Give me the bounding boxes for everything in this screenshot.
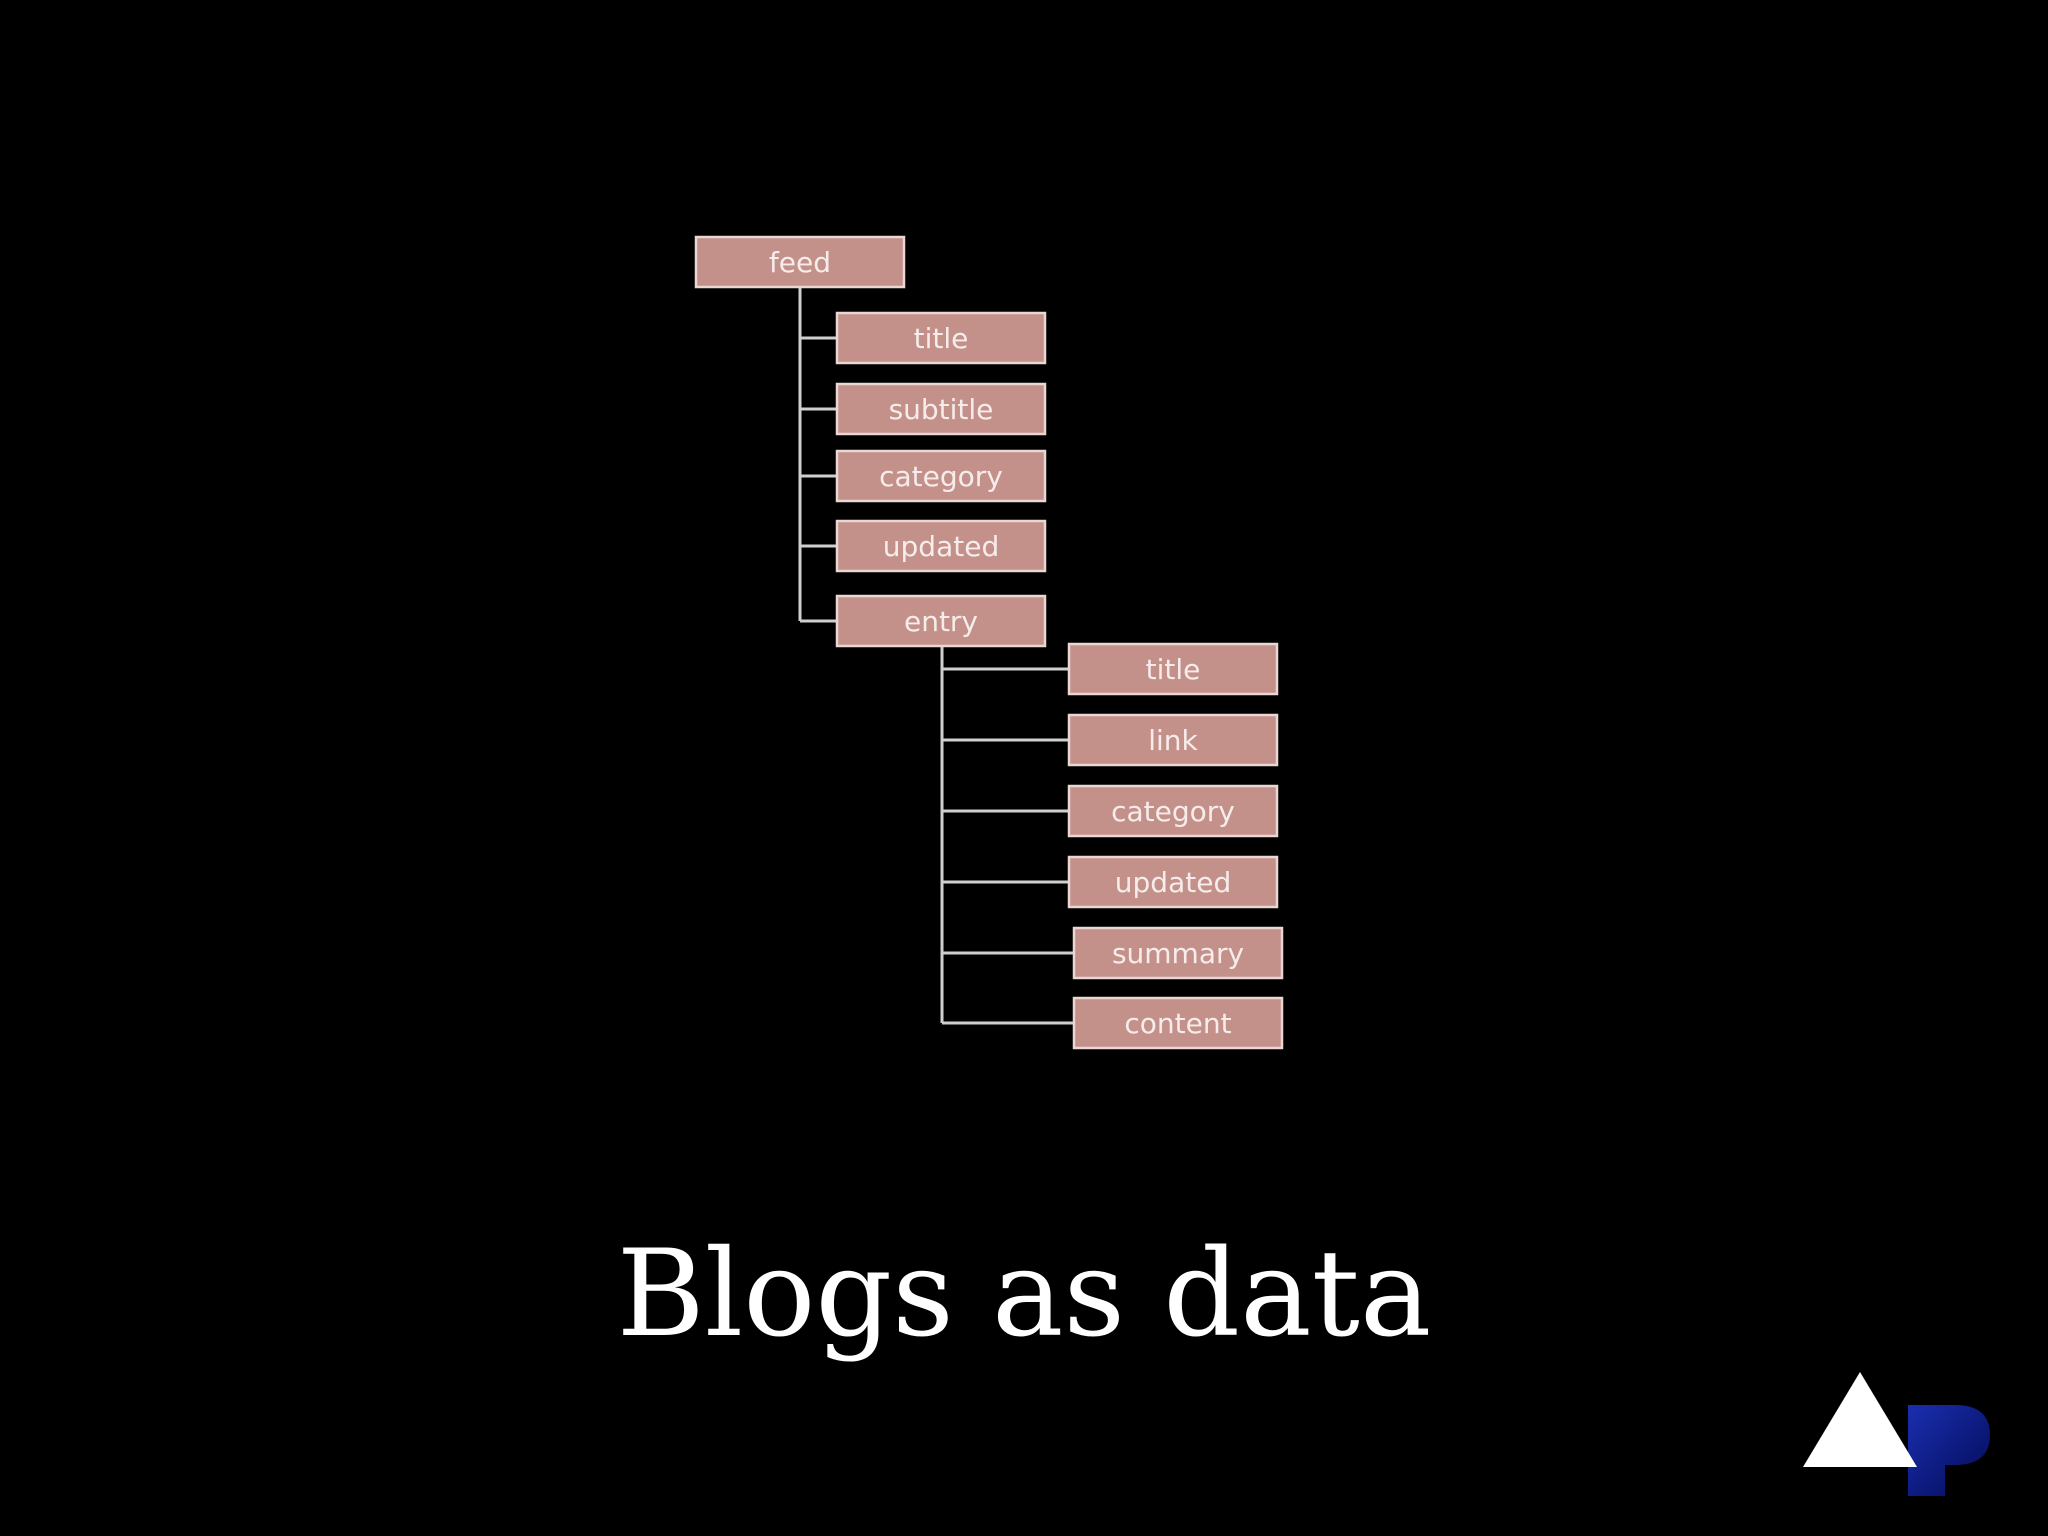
node-entry-category-label: category (1111, 795, 1235, 828)
nodes: feed title subtitle category updated entry tit… (694, 235, 1284, 1050)
slide-title: Blogs as data (616, 1225, 1432, 1364)
node-entry-content-box (1072, 996, 1284, 1050)
node-entry-link-label: link (1148, 724, 1198, 757)
node-entry-content-label: content (1124, 1007, 1231, 1040)
node-feed-title-box (835, 311, 1047, 365)
node-entry-category: category (1067, 784, 1279, 838)
node-feed-entry-label: entry (904, 605, 978, 638)
node-feed-updated: updated (835, 519, 1047, 573)
node-entry-title: title (1067, 642, 1279, 696)
node-feed-category-label: category (879, 460, 1003, 493)
node-entry-summary-label: summary (1112, 937, 1244, 970)
node-entry-updated: updated (1067, 855, 1279, 909)
node-feed-label: feed (769, 246, 831, 279)
logo-triangle-shape (1803, 1372, 1917, 1467)
node-feed-title: title (835, 311, 1047, 365)
node-entry-title-box (1067, 642, 1279, 696)
node-feed-box (694, 235, 906, 289)
node-feed-entry-box (835, 594, 1047, 648)
triangle-p-logo-icon (1803, 1372, 1990, 1496)
node-entry-updated-label: updated (1115, 866, 1231, 899)
node-entry-content: content (1072, 996, 1284, 1050)
node-feed-subtitle: subtitle (835, 382, 1047, 436)
node-feed-updated-box (835, 519, 1047, 573)
node-entry-summary-box (1072, 926, 1284, 980)
node-feed-updated-label: updated (883, 530, 999, 563)
node-entry-link: link (1067, 713, 1279, 767)
node-entry-link-box (1067, 713, 1279, 767)
node-feed-entry: entry (835, 594, 1047, 648)
node-entry-summary: summary (1072, 926, 1284, 980)
node-feed: feed (694, 235, 906, 289)
node-feed-title-label: title (914, 322, 969, 355)
node-feed-category: category (835, 449, 1047, 503)
logo-p-shape (1908, 1405, 1990, 1496)
node-feed-category-box (835, 449, 1047, 503)
node-feed-subtitle-box (835, 382, 1047, 436)
node-feed-subtitle-label: subtitle (889, 393, 994, 426)
node-entry-category-box (1067, 784, 1279, 838)
node-entry-title-label: title (1146, 653, 1201, 686)
connectors (798, 287, 1074, 1025)
node-entry-updated-box (1067, 855, 1279, 909)
